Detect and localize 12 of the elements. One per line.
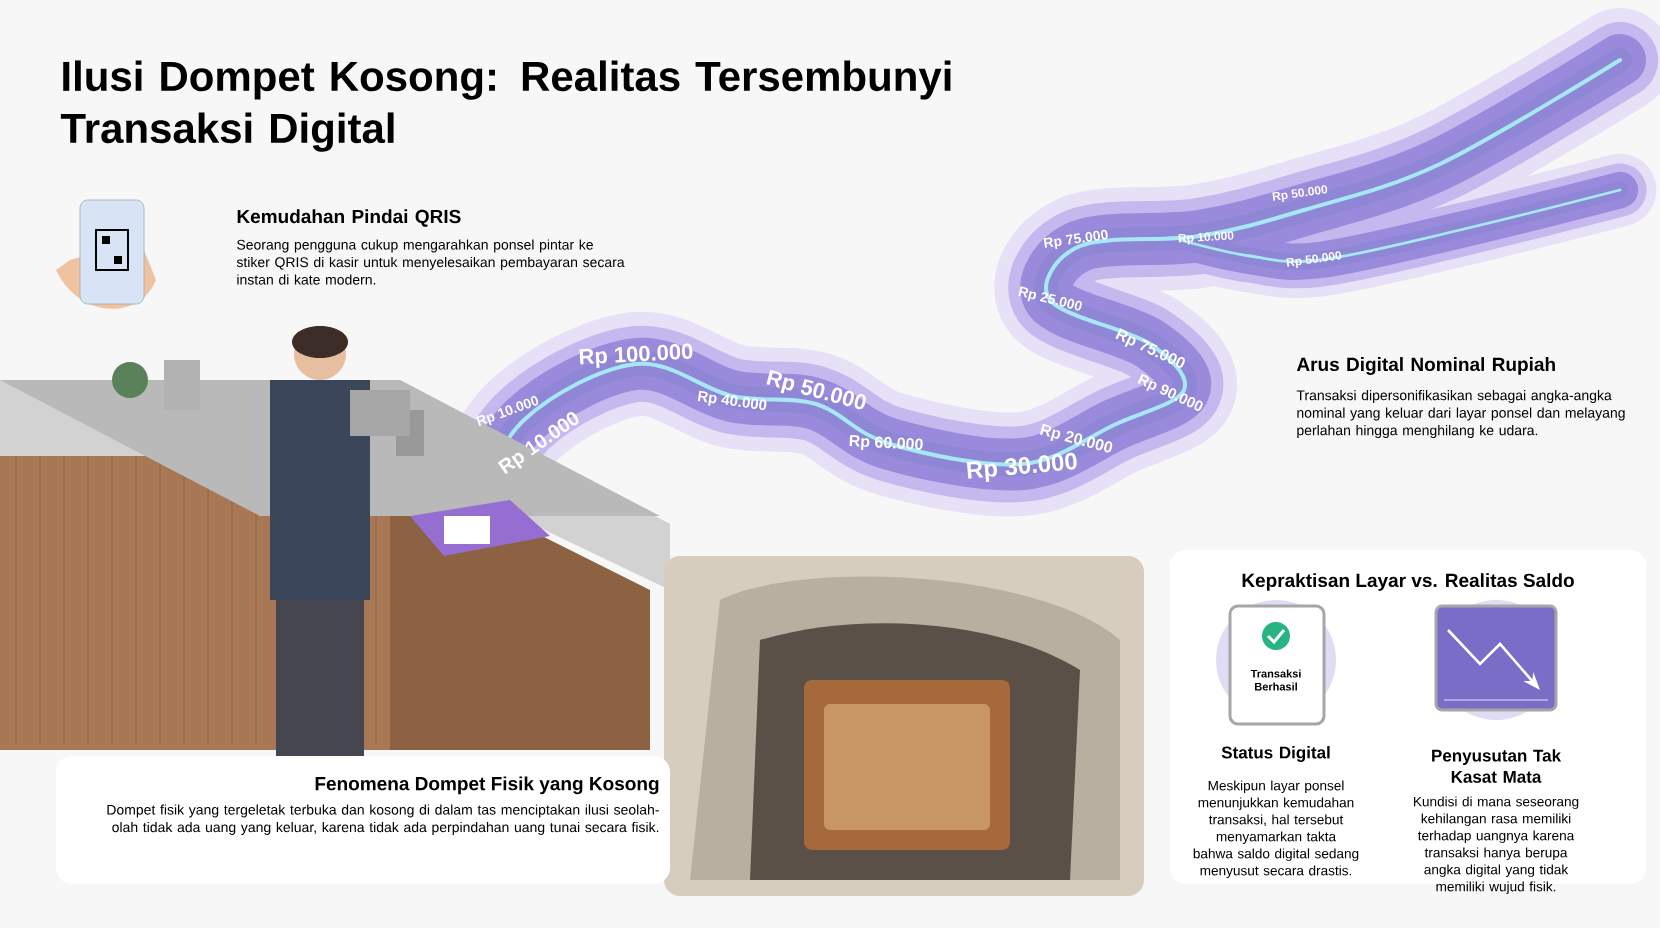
- amount-label: Rp 100.000: [579, 343, 693, 369]
- heading: Arus Digital Nominal Rupiah: [1296, 357, 1555, 375]
- amount-label: Rp 20.000: [1039, 423, 1113, 453]
- amount-label: Rp 30.000: [966, 452, 1077, 483]
- amount-label: Rp 50.000: [766, 369, 866, 410]
- card-heading: Status Digital: [1221, 746, 1330, 762]
- amount-label: Rp 60.000: [849, 435, 923, 451]
- card-heading: Fenomena Dompet Fisik yang Kosong: [315, 776, 659, 795]
- heading: Kemudahan Pindai QRIS: [237, 209, 461, 227]
- card-heading: Kepraktisan Layar vs. Realitas Saldo: [1242, 573, 1574, 591]
- title: Ilusi Dompet Kosong: Realitas Tersembunyi Transaksi Digital: [60, 60, 951, 152]
- card-heading: Penyusutan Tak Kasat Mata: [1432, 749, 1562, 783]
